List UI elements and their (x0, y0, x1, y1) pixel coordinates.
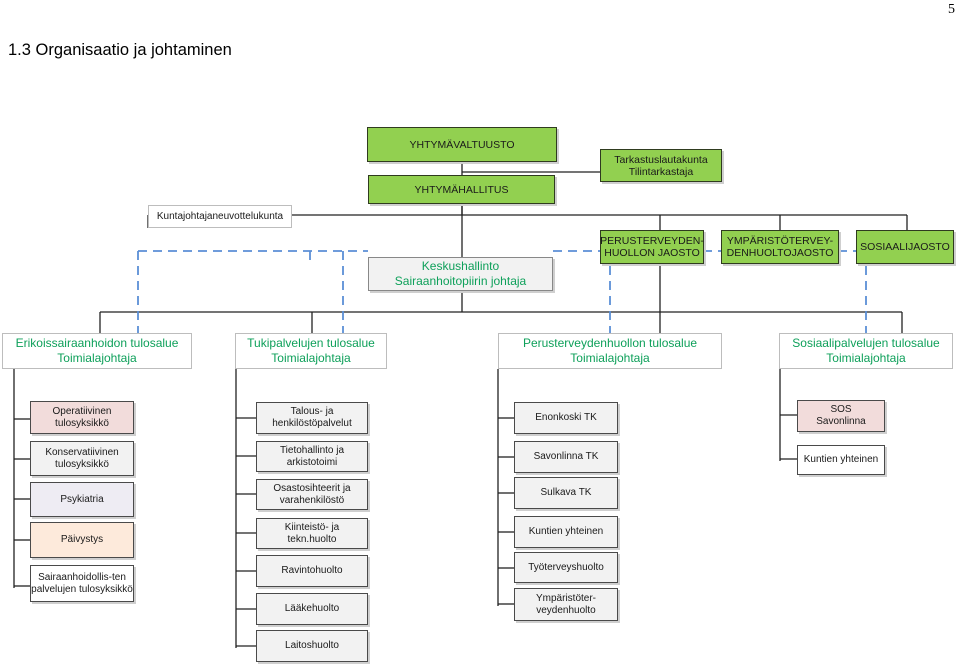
area-perusterveydenhuolto: Perusterveydenhuollon tulosalue Toimiala… (498, 333, 722, 369)
area-manager: Toimialajohtaja (57, 351, 137, 365)
unit-label: Ympäristöter- (535, 592, 596, 604)
unit-box: Savonlinna TK (514, 441, 618, 473)
unit-label: tulosyksikkö (55, 458, 109, 470)
unit-box: Ravintohuolto (256, 555, 368, 587)
unit-label: palvelujen tulosyksikkö (31, 583, 133, 595)
unit-box: Työterveyshuolto (514, 552, 618, 583)
perusterveydenhuolto-jaosto-box: PERUSTERVEYDEN- HUOLLON JAOSTO (600, 230, 704, 264)
unit-label: arkistotoimi (286, 456, 338, 468)
yhtymahallitus-label: YHTYMÄHALLITUS (414, 183, 509, 196)
unit-label: Kuntien yhteinen (528, 526, 604, 537)
unit-label: Sulkava TK (540, 487, 592, 498)
area-manager: Toimialajohtaja (570, 351, 650, 365)
unit-label: Psykiatria (60, 493, 104, 505)
unit-label: Enonkoski TK (535, 412, 597, 423)
unit-label: Osastosihteerit ja (273, 482, 351, 494)
sosiaalijaosto-label: SOSIAALIJAOSTO (860, 241, 950, 253)
unit-box: Laitoshuolto (256, 630, 368, 662)
keskushallinto-box: Keskushallinto Sairaanhoitopiirin johtaj… (368, 257, 553, 291)
unit-box: Kuntien yhteinen (797, 445, 885, 475)
unit-box: Päivystys (30, 522, 134, 558)
unit-label: Savonlinna (816, 416, 866, 427)
area-sosiaalipalvelut: Sosiaalipalvelujen tulosalue Toimialajoh… (779, 333, 953, 369)
area-name: Tukipalvelujen tulosalue (247, 336, 375, 350)
yhtymavaltuusto-box: YHTYMÄVALTUUSTO (367, 127, 557, 162)
unit-box: Kuntien yhteinen (514, 516, 618, 548)
unit-label: tekn.huolto (287, 533, 337, 545)
area-manager: Toimialajohtaja (826, 351, 906, 365)
unit-label: Tietohallinto ja (279, 444, 345, 456)
unit-label: henkilöstöpalvelut (272, 418, 352, 429)
unit-label: Lääkehuolto (284, 603, 340, 614)
unit-label: Konservatiivinen (45, 446, 119, 458)
kuntajohtajaneuvottelukunta-box: Kuntajohtajaneuvottelukunta (148, 205, 292, 228)
unit-box: Sulkava TK (514, 477, 618, 509)
yhtymavaltuusto-label: YHTYMÄVALTUUSTO (409, 138, 515, 151)
tarkastus-box: Tarkastuslautakunta Tilintarkastaja (600, 149, 722, 182)
keskushallinto-label: Keskushallinto (421, 259, 500, 273)
area-erikoissairaanhoito: Erikoissairaanhoidon tulosalue Toimialaj… (2, 333, 192, 369)
unit-box: Talous- ja henkilöstöpalvelut (256, 402, 368, 434)
unit-label: Savonlinna TK (533, 451, 599, 462)
unit-label: Kiinteistö- ja (284, 521, 340, 533)
unit-box: SOS Savonlinna (797, 400, 885, 432)
unit-label: tulosyksikkö (55, 417, 109, 429)
unit-box: Lääkehuolto (256, 593, 368, 625)
unit-box: Osastosihteerit ja varahenkilöstö (256, 479, 368, 510)
unit-box: Tietohallinto ja arkistotoimi (256, 441, 368, 472)
unit-box: Konservatiivinen tulosyksikkö (30, 441, 134, 476)
area-tukipalvelut: Tukipalvelujen tulosalue Toimialajohtaja (235, 333, 387, 369)
area-manager: Toimialajohtaja (271, 351, 351, 365)
sosiaalijaosto-box: SOSIAALIJAOSTO (856, 230, 954, 264)
unit-label: SOS (830, 404, 852, 415)
tilintarkastaja-label: Tilintarkastaja (628, 165, 694, 178)
area-name: Erikoissairaanhoidon tulosalue (15, 336, 179, 350)
sairaanhoitopiirin-johtaja-label: Sairaanhoitopiirin johtaja (394, 274, 527, 288)
unit-label: Päivystys (60, 534, 104, 545)
unit-label: Sairaanhoidollis-ten (38, 571, 126, 583)
unit-box: Operatiivinen tulosyksikkö (30, 401, 134, 434)
jaosto-label-line1: YMPÄRISTÖTERVEY- (726, 235, 834, 247)
unit-box: Ympäristöter- veydenhuolto (514, 588, 618, 621)
jaosto-label-line2: HUOLLON JAOSTO (604, 247, 700, 259)
unit-label: varahenkilöstö (279, 494, 345, 506)
unit-label: Operatiivinen (52, 405, 112, 417)
ymparistoterveydenhuolto-jaosto-box: YMPÄRISTÖTERVEY- DENHUOLTOJAOSTO (721, 230, 839, 264)
area-name: Sosiaalipalvelujen tulosalue (792, 336, 940, 350)
kuntajohtajaneuvottelukunta-label: Kuntajohtajaneuvottelukunta (156, 210, 284, 222)
yhtymahallitus-box: YHTYMÄHALLITUS (368, 175, 555, 204)
unit-label: veydenhuolto (536, 604, 596, 616)
area-name: Perusterveydenhuollon tulosalue (522, 336, 698, 350)
unit-box: Enonkoski TK (514, 402, 618, 434)
page-title: 1.3 Organisaatio ja johtaminen (8, 41, 232, 59)
unit-label: Kuntien yhteinen (803, 454, 879, 465)
unit-box: Kiinteistö- ja tekn.huolto (256, 518, 368, 549)
unit-box: Psykiatria (30, 482, 134, 517)
tarkastuslautakunta-label: Tarkastuslautakunta (614, 153, 708, 166)
unit-label: Talous- ja (290, 406, 334, 417)
jaosto-label-line2: DENHUOLTOJAOSTO (726, 247, 834, 259)
unit-label: Laitoshuolto (285, 640, 339, 651)
unit-label: Työterveyshuolto (528, 561, 604, 573)
page-number: 5 (948, 2, 955, 17)
unit-box: Sairaanhoidollis-ten palvelujen tulosyks… (30, 565, 134, 602)
jaosto-label-line1: PERUSTERVEYDEN- (600, 235, 704, 247)
unit-label: Ravintohuolto (281, 565, 343, 576)
